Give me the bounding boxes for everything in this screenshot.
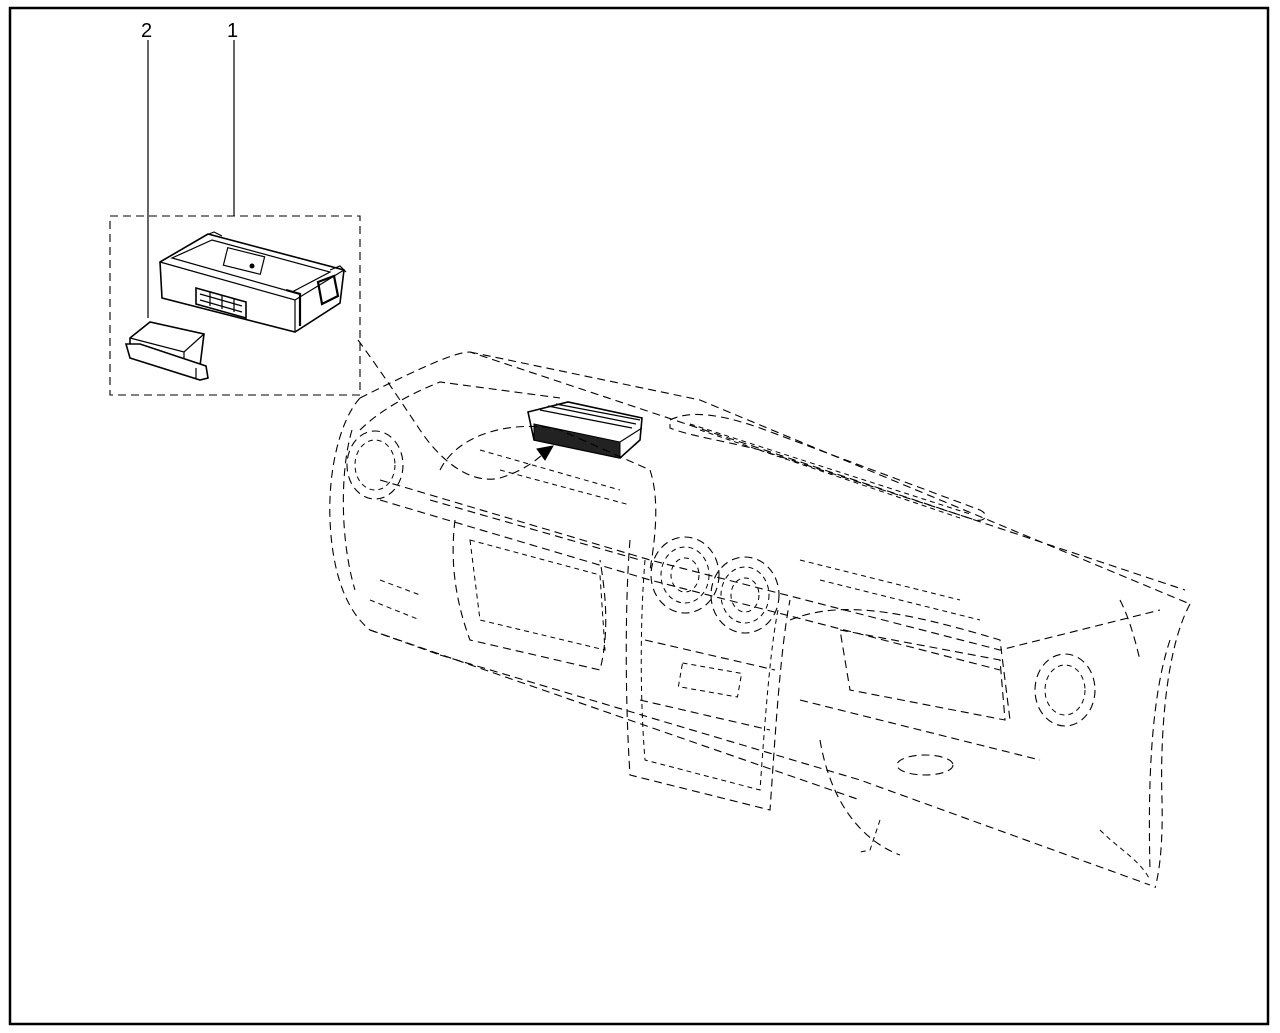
control-unit-module: [159, 231, 347, 333]
location-arrow-head: [536, 445, 554, 461]
dashboard-outline: [329, 351, 1191, 889]
installed-module: [527, 401, 643, 459]
callout-label-1: 1: [227, 20, 238, 42]
location-arrow: [357, 339, 546, 480]
figure-border: [8, 6, 1270, 1026]
detail-box: [109, 215, 361, 396]
callout-label-2: 2: [141, 20, 152, 42]
battery-module: [124, 321, 209, 381]
